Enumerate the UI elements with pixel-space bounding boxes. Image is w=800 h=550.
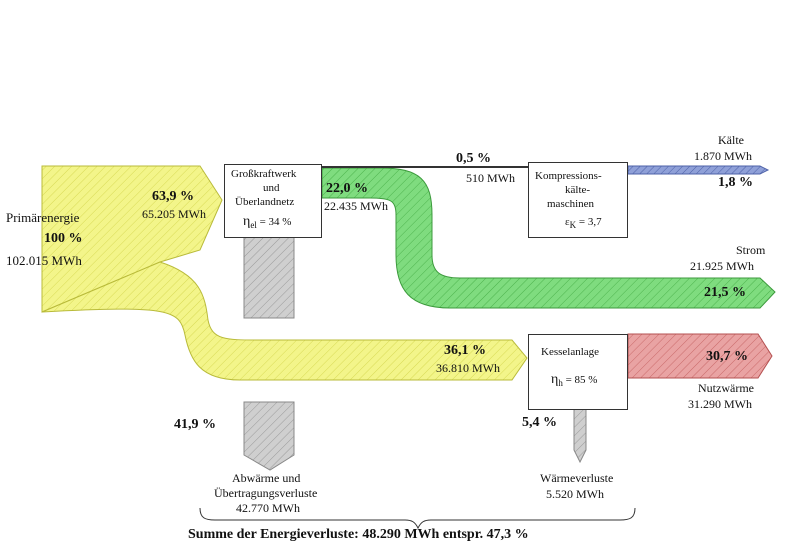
- chiller-label-2: kälte-: [565, 184, 591, 196]
- boiler-feed-percent: 36,1 %: [444, 343, 486, 358]
- plant-loss-amount: 42.770 MWh: [236, 501, 300, 515]
- electricity-amount: 22.435 MWh: [324, 199, 388, 213]
- boiler-box: Kesselanlage ηh = 85 %: [528, 334, 628, 410]
- useful-heat-flow: [627, 333, 773, 379]
- boiler-loss-flow: [573, 405, 587, 464]
- electricity-percent: 22,0 %: [326, 181, 368, 196]
- boiler-feed-amount: 36.810 MWh: [436, 361, 500, 375]
- cold-amount: 1.870 MWh: [694, 149, 752, 163]
- cold-output-flow: [627, 165, 770, 175]
- plant-loss-lower-flow: [243, 401, 295, 471]
- loss-summary: Summe der Energieverluste: 48.290 MWh en…: [188, 527, 529, 542]
- chiller-feed-amount: 510 MWh: [466, 171, 515, 185]
- boiler-loss-percent: 5,4 %: [522, 415, 557, 430]
- chiller-box: Kompressions- kälte- maschinen εK = 3,7: [528, 162, 628, 238]
- chiller-label-3: maschinen: [547, 198, 595, 210]
- plant-loss-label-1: Abwärme und: [232, 471, 301, 485]
- cold-percent: 1,8 %: [718, 175, 753, 190]
- boiler-eta: ηh = 85 %: [551, 372, 598, 389]
- power-plant-label-3: Überlandnetz: [235, 196, 295, 208]
- useful-heat-amount: 31.290 MWh: [688, 397, 752, 411]
- power-plant-label-1: Großkraftwerk: [231, 168, 297, 180]
- plant-loss-label-2: Übertragungsverluste: [214, 486, 318, 500]
- chiller-label-1: Kompressions-: [535, 170, 602, 182]
- useful-heat-percent: 30,7 %: [706, 349, 748, 364]
- loss-summary-brace: [199, 507, 636, 530]
- plant-loss-flow: [243, 235, 295, 319]
- boiler-loss-label: Wärmeverluste: [540, 471, 614, 485]
- primary-label: Primärenergie: [6, 210, 80, 225]
- chiller-eps: εK = 3,7: [565, 216, 602, 231]
- power-label: Strom: [736, 243, 766, 257]
- primary-amount: 102.015 MWh: [6, 253, 82, 268]
- power-plant-eta: ηel = 34 %: [243, 214, 292, 231]
- power-plant-label-2: und: [263, 182, 280, 194]
- plant-loss-percent: 41,9 %: [174, 417, 216, 432]
- cold-label: Kälte: [718, 133, 744, 147]
- to-power-plant-percent: 63,9 %: [152, 189, 194, 204]
- power-percent: 21,5 %: [704, 285, 746, 300]
- boiler-feed-flow: [41, 261, 528, 381]
- chiller-feed-percent: 0,5 %: [456, 151, 491, 166]
- power-plant-box: Großkraftwerk und Überlandnetz ηel = 34 …: [224, 164, 322, 238]
- electricity-flow: [321, 167, 776, 309]
- boiler-loss-amount: 5.520 MWh: [546, 487, 604, 501]
- primary-percent: 100 %: [44, 231, 83, 246]
- useful-heat-label: Nutzwärme: [698, 381, 754, 395]
- boiler-label: Kesselanlage: [541, 346, 600, 358]
- to-power-plant-amount: 65.205 MWh: [142, 207, 206, 221]
- power-amount: 21.925 MWh: [690, 259, 754, 273]
